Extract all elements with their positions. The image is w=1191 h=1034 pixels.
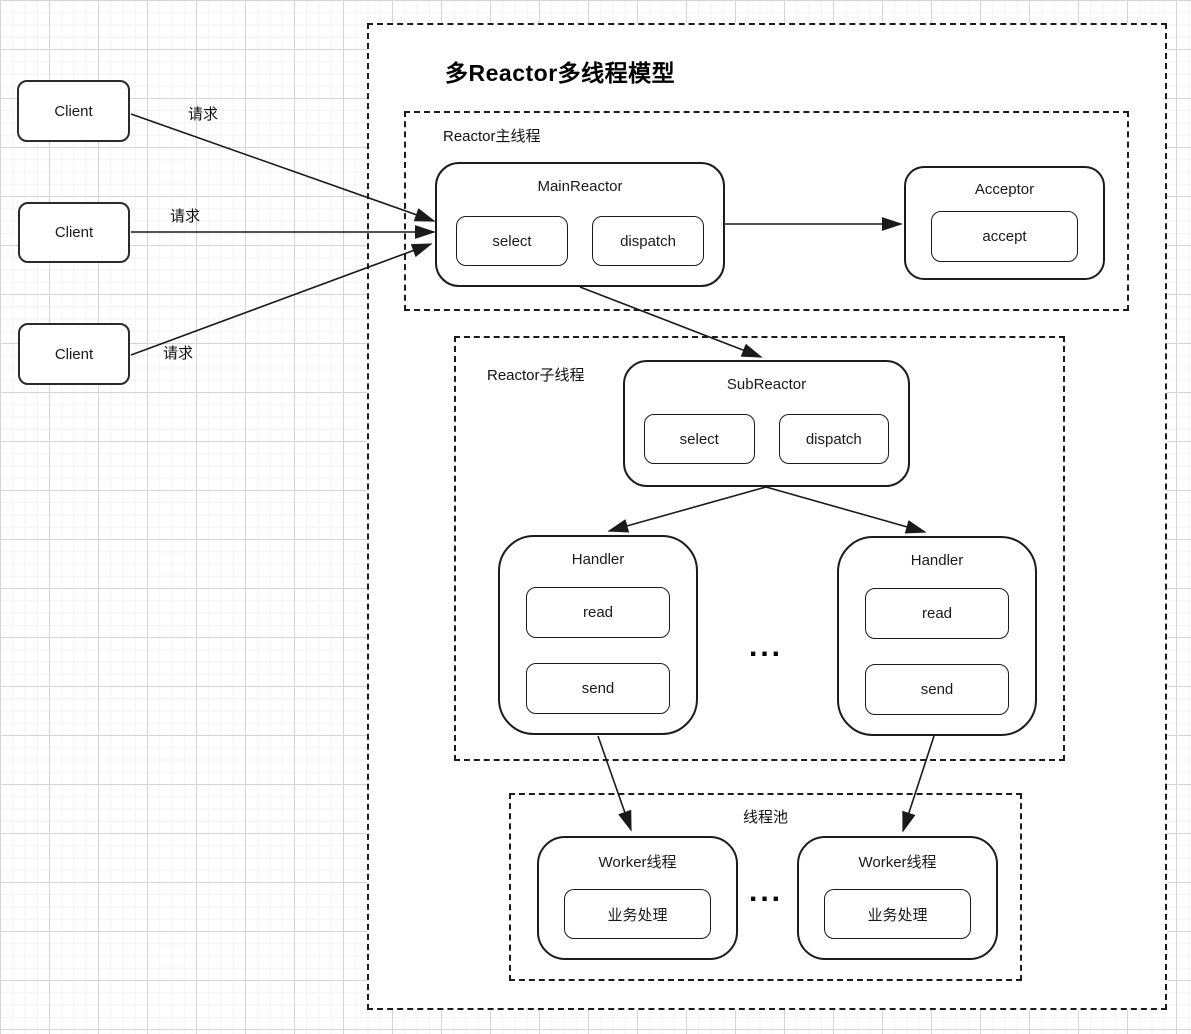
handler-ops: read send <box>500 587 696 714</box>
read-op: read <box>865 588 1009 639</box>
read-op: read <box>526 587 670 638</box>
handler-title: Handler <box>571 551 625 568</box>
select-op: select <box>456 216 568 266</box>
main-reactor-ops: select dispatch <box>437 216 723 266</box>
request-label-3: 请求 <box>163 345 194 362</box>
acceptor-node: Acceptor accept <box>904 166 1105 280</box>
send-op: send <box>526 663 670 714</box>
sub-reactor-title: SubReactor <box>726 376 807 393</box>
diagram-title: 多Reactor多线程模型 <box>445 60 676 86</box>
reactor-main-thread-label: Reactor主线程 <box>443 128 541 145</box>
handlers-ellipsis: ... <box>749 630 784 663</box>
worker-node-left: Worker线程 业务处理 <box>537 836 738 960</box>
dispatch-op: dispatch <box>592 216 704 266</box>
workers-ellipsis: ... <box>749 875 784 908</box>
select-op: select <box>644 414 755 464</box>
worker-title: Worker线程 <box>858 854 937 871</box>
acceptor-title: Acceptor <box>974 181 1035 198</box>
worker-node-right: Worker线程 业务处理 <box>797 836 998 960</box>
client-box-1: Client <box>17 80 130 142</box>
thread-pool-label: 线程池 <box>743 809 789 826</box>
client-box-3: Client <box>18 323 130 385</box>
accept-op: accept <box>931 211 1078 262</box>
handler-node-right: Handler read send <box>837 536 1037 736</box>
acceptor-ops: accept <box>906 211 1103 262</box>
request-label-1: 请求 <box>188 106 219 123</box>
send-op: send <box>865 664 1009 715</box>
reactor-sub-thread-label: Reactor子线程 <box>487 367 585 384</box>
business-process-op: 业务处理 <box>564 889 711 939</box>
thread-pool-group <box>509 793 1022 981</box>
main-reactor-title: MainReactor <box>537 178 623 195</box>
main-reactor-node: MainReactor select dispatch <box>435 162 725 287</box>
sub-reactor-ops: select dispatch <box>625 414 908 464</box>
worker-ops: 业务处理 <box>799 889 996 939</box>
handler-ops: read send <box>839 588 1035 715</box>
dispatch-op: dispatch <box>778 414 889 464</box>
client-box-2: Client <box>18 202 130 263</box>
worker-title: Worker线程 <box>598 854 677 871</box>
worker-ops: 业务处理 <box>539 889 736 939</box>
business-process-op: 业务处理 <box>824 889 971 939</box>
request-label-2: 请求 <box>170 208 201 225</box>
handler-node-left: Handler read send <box>498 535 698 735</box>
sub-reactor-node: SubReactor select dispatch <box>623 360 910 487</box>
handler-title: Handler <box>910 552 964 569</box>
